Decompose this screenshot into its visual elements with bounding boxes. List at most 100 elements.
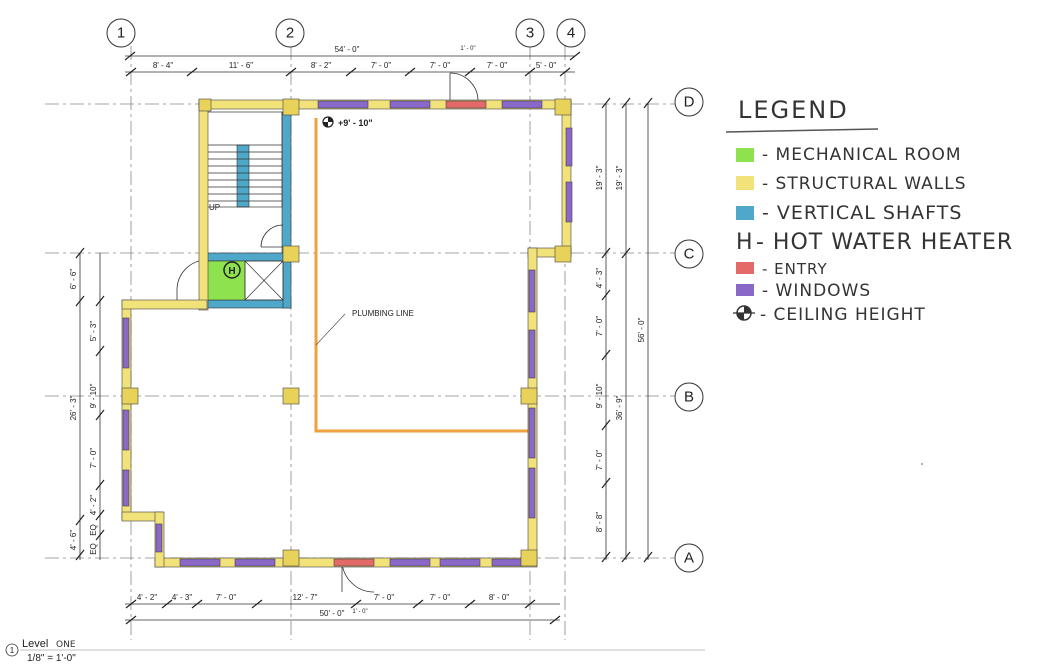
window — [565, 127, 573, 167]
dim-bottom-hand: 1' - 0" — [352, 609, 367, 615]
dim-left-inner-2: 5' - 3" — [89, 321, 98, 342]
legend-title: LEGEND — [738, 96, 849, 124]
dim-right-inner-2: 4' - 3" — [595, 268, 604, 289]
window — [439, 558, 481, 567]
grid-label-1: 1 — [117, 25, 125, 42]
plumbing-line — [314, 118, 530, 433]
vertical-shaft-mech-top — [206, 252, 292, 262]
grid-bubble-4 — [556, 18, 586, 48]
legend-item-windows: - WINDOWS — [762, 281, 871, 301]
legend-swatch-windows — [736, 284, 754, 296]
dim-bottom-seg-4: 12' - 7" — [293, 593, 318, 602]
legend-item-shaft: - VERTICAL SHAFTS — [762, 202, 962, 224]
column — [520, 387, 538, 405]
legend-heater-symbol: H — [736, 230, 754, 255]
window — [122, 469, 130, 507]
window — [528, 269, 536, 313]
dim-right-mid-1: 19' - 3" — [615, 165, 624, 190]
dim-right-inner-4: 9' - 10" — [595, 383, 604, 408]
dim-left-inner-1: 6' - 6" — [69, 269, 78, 290]
grid-bubble-1 — [106, 18, 136, 48]
title-block-name: Level — [22, 638, 48, 650]
dim-bottom-seg-5: 7' - 0" — [374, 593, 395, 602]
vertical-shaft-core — [281, 111, 292, 263]
dim-top-seg-4: 7' - 0" — [371, 61, 392, 70]
dim-bottom-seg-2: 4' - 3" — [172, 593, 193, 602]
column — [282, 549, 300, 567]
dim-bottom-seg-6: 7' - 0" — [430, 593, 451, 602]
column — [282, 245, 300, 263]
grid-bubble-3 — [515, 18, 545, 48]
dim-top-seg-7: 5' - 0" — [536, 61, 557, 70]
column — [520, 549, 538, 567]
dim-left-inner-3: 9' - 10" — [89, 383, 98, 408]
window — [122, 317, 130, 369]
window — [501, 100, 543, 109]
dim-top-seg-2: 11' - 6" — [229, 61, 253, 70]
ceiling-height-marker — [322, 116, 334, 128]
dim-top-seg-5: 7' - 0" — [430, 61, 451, 70]
window — [528, 329, 536, 379]
elevator — [244, 260, 284, 301]
dim-right-inner-1: 19' - 3" — [595, 165, 604, 190]
legend-swatch-entry — [736, 262, 754, 274]
title-block-scale: 1/8" = 1'-0" — [27, 653, 76, 664]
structural-wall-segment — [121, 299, 208, 310]
window — [389, 558, 431, 567]
grid-label-b: B — [684, 389, 694, 406]
legend-swatch-mechanical — [736, 148, 754, 162]
grid-label-3: 3 — [526, 25, 534, 42]
grid-label-c: C — [684, 246, 695, 263]
column — [121, 387, 139, 405]
structural-walls — [121, 99, 572, 568]
window — [389, 100, 431, 109]
dim-left-inner-4: 7' - 0" — [89, 448, 98, 469]
grid-bubble-b — [674, 382, 704, 412]
dim-top-hand: 1' - 0" — [460, 46, 475, 52]
dim-bottom-overall: 50' - 0" — [320, 609, 345, 618]
stray-dot — [921, 463, 923, 465]
grid-label-2: 2 — [286, 25, 294, 42]
vertical-shaft-stair — [236, 144, 250, 208]
window — [491, 558, 523, 567]
dim-top-seg-6: 7' - 0" — [487, 61, 508, 70]
title-block-number: 1 — [10, 646, 15, 655]
legend-swatch-shaft — [736, 206, 754, 220]
grid-bubble-d — [674, 87, 704, 117]
structural-wall-segment — [198, 99, 209, 311]
legend-item-ceiling: - CEILING HEIGHT — [760, 305, 926, 325]
dim-bottom-seg-7: 8' - 0" — [489, 593, 510, 602]
dim-bottom-seg-3: 7' - 0" — [216, 593, 237, 602]
dim-left-inner-5: 4' - 2" — [89, 495, 98, 516]
title-block-name-hand: ONE — [56, 640, 76, 650]
window — [179, 558, 221, 567]
dim-top-seg-1: 8' - 4" — [153, 61, 174, 70]
window — [528, 467, 536, 519]
plumbing-leader — [315, 313, 346, 346]
window — [122, 409, 130, 451]
legend: LEGEND - MECHANICAL ROOM - STRUCTURAL WA… — [725, 96, 1012, 325]
column — [282, 387, 300, 405]
legend-title-underline — [725, 128, 879, 133]
grid-label-a: A — [684, 550, 694, 567]
structural-wall-segment — [561, 99, 572, 256]
stair — [206, 111, 283, 208]
grid-label-4: 4 — [567, 25, 575, 42]
dim-top-overall: 54' - 0" — [335, 45, 360, 54]
ceiling-height-label: +9' - 10" — [338, 118, 373, 128]
column — [554, 245, 572, 263]
legend-swatch-structural — [736, 176, 754, 190]
window — [528, 407, 536, 459]
legend-item-structural: - STRUCTURAL WALLS — [762, 174, 967, 194]
entry — [333, 558, 375, 567]
dim-right-inner-3: 7' - 0" — [595, 316, 604, 337]
dim-right-inner-6: 8' - 8" — [595, 512, 604, 533]
window — [234, 558, 276, 567]
dim-right-mid-2: 36' - 9" — [615, 395, 624, 420]
plumbing-label: PLUMBING LINE — [352, 309, 414, 318]
column — [554, 98, 572, 116]
dim-right-outer: 56' - 0" — [637, 317, 646, 342]
legend-item-mechanical: - MECHANICAL ROOM — [762, 145, 962, 165]
hot-water-heater-icon — [223, 261, 241, 279]
